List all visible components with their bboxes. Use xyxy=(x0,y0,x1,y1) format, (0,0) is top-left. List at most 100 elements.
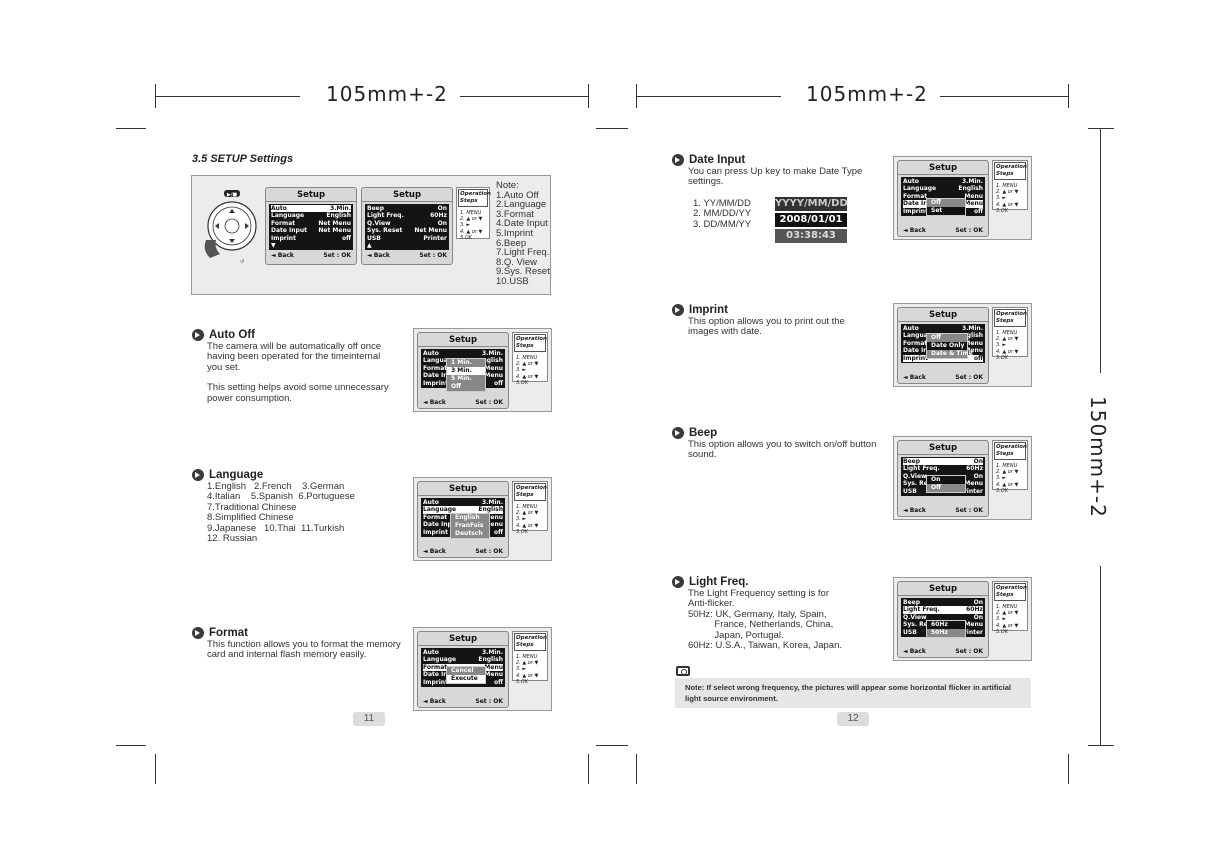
popup-option: 5 Min. xyxy=(447,375,485,383)
auto-off-text: The camera will be automatically off onc… xyxy=(207,341,389,404)
imprint-popup: Off Date Only Date & Time xyxy=(926,333,973,359)
note-item: 6.Beep xyxy=(496,237,527,249)
popup-option: Off xyxy=(927,484,965,492)
operation-steps-title: Operation Steps xyxy=(994,583,1027,601)
dpad-icon: ▶/■ ↺ xyxy=(204,190,257,265)
date-format-option: 2. MM/DD/YY xyxy=(693,208,752,220)
operation-steps-title: Operation Steps xyxy=(514,483,547,501)
note-title: Note: xyxy=(496,180,519,191)
dimension-line xyxy=(940,96,1068,97)
scroll-down-icon: ▼ xyxy=(271,242,276,250)
operation-steps-title: Operation Steps xyxy=(994,162,1027,180)
crop-mark xyxy=(636,754,637,784)
operation-steps-title: Operation Steps xyxy=(994,442,1027,460)
crop-mark xyxy=(1068,754,1069,784)
date-input-popup: Off Set xyxy=(926,198,966,216)
dimension-line xyxy=(1100,128,1101,373)
note-item: 8.Q. View xyxy=(496,256,538,268)
crop-mark xyxy=(1068,84,1069,108)
operation-steps-title: Operation Steps xyxy=(458,189,491,207)
auto-off-heading: Auto Off xyxy=(192,329,255,341)
popup-option: 50Hz xyxy=(927,629,965,637)
popup-option: Cancel xyxy=(447,667,485,675)
width-dimension-label-right: 105mm+-2 xyxy=(806,82,928,106)
svg-text:▶/■: ▶/■ xyxy=(227,192,238,198)
bullet-arrow-icon xyxy=(672,427,684,439)
date-format-option: 3. DD/MM/YY xyxy=(693,218,752,230)
date-format-option: 1. YY/MM/DD xyxy=(693,198,751,209)
operation-steps-title: Operation Steps xyxy=(514,334,547,352)
beep-popup: On Off xyxy=(926,475,966,493)
section-title: 3.5 SETUP Settings xyxy=(192,153,294,165)
crop-mark xyxy=(116,745,146,746)
language-heading: Language xyxy=(192,469,263,481)
format-popup: Cancel Execute xyxy=(446,666,486,684)
popup-option: English xyxy=(451,514,489,522)
camera-note-icon xyxy=(676,666,690,676)
popup-option: Date Only xyxy=(931,342,965,349)
page-number-right: 12 xyxy=(837,712,869,726)
light-freq-heading: Light Freq. xyxy=(672,576,748,588)
crop-mark xyxy=(155,754,156,784)
operation-steps-list: 1. MENU 2. ▲ or ▼ 3. ► 4. ▲ or ▼ 5.OK xyxy=(460,210,483,241)
svg-text:↺: ↺ xyxy=(240,259,244,265)
screen-title: Setup xyxy=(418,482,508,496)
screen-title: Setup xyxy=(898,161,988,175)
screen-title: Setup xyxy=(898,582,988,596)
crop-mark xyxy=(596,745,628,746)
menu-row: Light Freq.60Hz xyxy=(903,606,983,614)
popup-option: Set xyxy=(931,207,943,214)
language-list: 1.English 2.French 3.German 4.Italian 5.… xyxy=(207,481,402,544)
page-number-left: 11 xyxy=(353,712,385,726)
crop-mark xyxy=(596,128,628,129)
menu-row: Light Freq.60Hz xyxy=(903,465,983,473)
note-item: 10.USB xyxy=(496,275,529,287)
crop-mark xyxy=(1088,745,1114,746)
popup-option: Off xyxy=(927,334,967,342)
popup-option: On xyxy=(931,476,941,483)
popup-option: 1 Min. xyxy=(447,359,485,367)
screen-title: Setup xyxy=(898,308,988,322)
bullet-arrow-icon xyxy=(192,627,204,639)
